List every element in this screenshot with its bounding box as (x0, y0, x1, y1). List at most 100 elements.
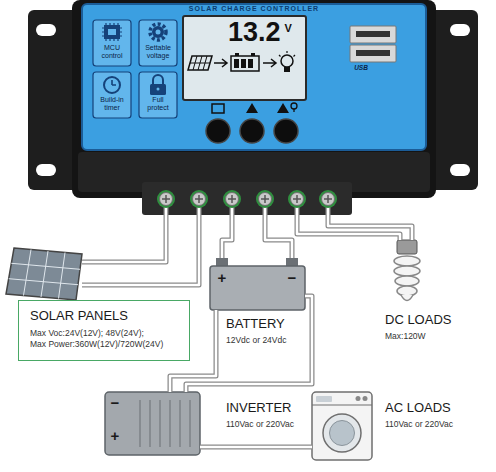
lock-icon (150, 75, 166, 95)
component-name: SOLAR PANELS (30, 308, 179, 324)
text-block: Build-in timer (95, 96, 129, 111)
bulb-picture (394, 240, 420, 301)
usb-port-part (350, 45, 396, 62)
clock-icon-part (104, 77, 120, 93)
solar-panel-picture-part (9, 250, 80, 299)
feature-label: Settable voltage (141, 44, 175, 59)
chip-icon (102, 23, 122, 41)
washing-machine-picture-part (356, 396, 361, 401)
spec-note: 110Vac or 220Vac (226, 419, 294, 429)
push-button-part (206, 119, 230, 143)
feature-tile: Full protect (139, 72, 177, 118)
feature-tile: MCU control (93, 20, 131, 66)
spec-note: Max Power:360W(12V)/720W(24V) (30, 339, 179, 350)
controller-housing-part (450, 164, 470, 176)
bulb-picture-part (401, 295, 413, 301)
solar-panel-picture (6, 248, 82, 300)
controller-title: SOLAR CHARGE CONTROLLER (82, 5, 426, 13)
battery-picture-part (210, 266, 305, 310)
wire-core (200, 446, 312, 449)
chip-icon-part (108, 29, 116, 35)
text-panel: SOLAR PANELSMax Voc:24V(12V); 48V(24V);M… (18, 300, 190, 361)
text-block: INVERTER 110Vac or 220Vac (226, 400, 294, 429)
wire-core (265, 215, 292, 258)
wire (200, 447, 312, 448)
polarity-sign: − (284, 270, 300, 285)
wire-casing (265, 215, 292, 258)
feature-tile-background-part (93, 72, 131, 118)
wire-casing (328, 215, 412, 240)
controller-housing-part (142, 182, 352, 215)
gear-icon-part (156, 30, 161, 35)
terminal-screw-part (162, 195, 332, 203)
wire (265, 215, 292, 258)
dc-load: DC LOADSMax:120W (385, 240, 430, 305)
lcd-status-icons (188, 51, 295, 72)
component-name: AC LOADS (385, 400, 453, 416)
component-name: INVERTER (226, 400, 294, 416)
feature-label: Full protect (141, 96, 175, 111)
inverter-picture-part (140, 400, 190, 447)
washing-machine-picture-part (312, 392, 372, 460)
voltage-reading: 13.2 (228, 19, 281, 46)
text-block: MCU control (95, 44, 129, 59)
component-name: BATTERY (226, 316, 286, 332)
polarity-sign: − (107, 395, 123, 410)
polarity-sign: + (214, 270, 230, 285)
bulb-picture-part (394, 256, 420, 266)
lcd-screen: 13.2V (183, 16, 306, 100)
lock-icon-part (153, 75, 163, 84)
controller-housing-part (36, 164, 56, 176)
wire-core (328, 215, 412, 240)
button-icons (212, 103, 297, 113)
lcd-status-icons-part (281, 55, 293, 67)
text-block: DC LOADSMax:120W (385, 312, 451, 341)
gear-icon (150, 24, 166, 40)
usb-label: USB (349, 65, 373, 72)
wire-casing (82, 215, 166, 262)
wire (328, 215, 412, 240)
wire-core (222, 215, 232, 258)
wire-casing (200, 445, 312, 450)
controller-housing-part (72, 0, 436, 198)
washing-machine-picture-part (330, 421, 355, 446)
push-button-part (240, 119, 264, 143)
terminal-screw-part (166, 207, 328, 215)
push-button-part (274, 119, 298, 143)
front-panel (82, 4, 426, 150)
feature-tile-background-part (93, 20, 131, 66)
feature-tile: Build-in timer (93, 72, 131, 118)
feature-tile-background-part (139, 72, 177, 118)
lock-icon-part (157, 88, 160, 91)
lcd-status-icons-part (234, 59, 239, 68)
inverter-picture (105, 392, 200, 455)
bulb-picture-part (395, 276, 419, 286)
washing-machine-picture-part (363, 396, 368, 401)
text-block: Settable voltage (141, 44, 175, 59)
solar-panel-picture-part (6, 248, 82, 300)
button-icons-part (291, 103, 297, 109)
wire-core (82, 215, 166, 262)
bulb-picture-part (394, 266, 420, 276)
wire (222, 215, 232, 258)
lcd-background (183, 16, 306, 100)
clock-icon (104, 77, 120, 93)
lcd-status-icons-part (248, 59, 253, 68)
wire (82, 215, 199, 285)
inverter-picture-part (105, 392, 200, 455)
lcd-status-icons-part (231, 56, 259, 71)
lcd-status-icons-part (251, 53, 255, 56)
lcd-status-icons-part (190, 56, 210, 70)
feature-tile: Settable voltage (139, 20, 177, 66)
chip-icon-part (102, 23, 122, 41)
text-block: BATTERY 12Vdc or 24Vdc (226, 316, 286, 345)
wire (186, 296, 312, 392)
feature-tile-background-part (139, 20, 177, 66)
spec-note: 12Vdc or 24Vdc (226, 335, 286, 345)
text-block: 13.2V (228, 19, 292, 46)
washing-machine-picture-part (323, 414, 361, 452)
text-block: AC LOADS110Vac or 220Vac (385, 400, 453, 429)
polarity-sign: + (107, 428, 123, 443)
usb-port-part (356, 31, 390, 37)
wire-casing (186, 296, 312, 392)
